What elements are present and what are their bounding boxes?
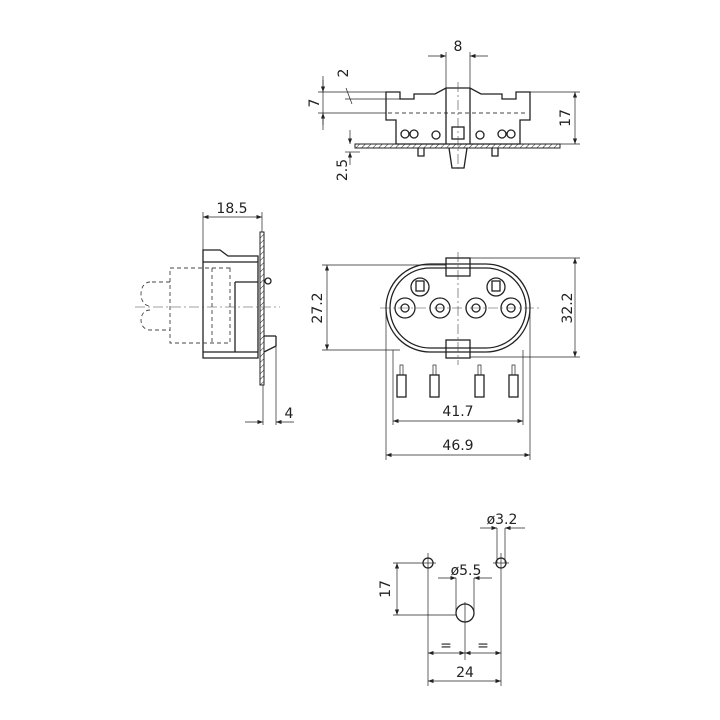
top-view: 8 17 7 2 2.5: [307, 39, 580, 181]
socket-body-side: [202, 249, 259, 359]
dim-17-height: 17: [558, 109, 574, 127]
dim-4: 4: [285, 406, 294, 422]
dim-2: 2: [336, 69, 352, 78]
pins: [396, 364, 519, 398]
front-view: 27.2 32.2 41.7 46.9: [310, 252, 580, 460]
dim-17-spacing: 17: [378, 580, 394, 598]
dim-2-5: 2.5: [335, 159, 351, 181]
dim-8: 8: [454, 39, 463, 55]
dim-18-5: 18.5: [216, 201, 247, 217]
side-view: 18.5 4: [135, 201, 294, 425]
dim-24: 24: [456, 665, 474, 681]
socket-body-top: [385, 87, 531, 145]
side-plate: [259, 231, 265, 386]
dim-7: 7: [307, 99, 323, 108]
dim-46-9: 46.9: [442, 438, 473, 454]
dim-41-7: 41.7: [442, 404, 473, 420]
panel-cutout: ø3.2 ø5.5 17 = = 24: [378, 512, 525, 686]
dim-dia-3-2: ø3.2: [487, 512, 518, 528]
dim-dia-5-5: ø5.5: [451, 563, 482, 579]
dim-equal-right: =: [477, 638, 489, 654]
dim-equal-left: =: [440, 638, 452, 654]
dim-27-2: 27.2: [310, 292, 326, 323]
dim-32-2: 32.2: [560, 292, 576, 323]
